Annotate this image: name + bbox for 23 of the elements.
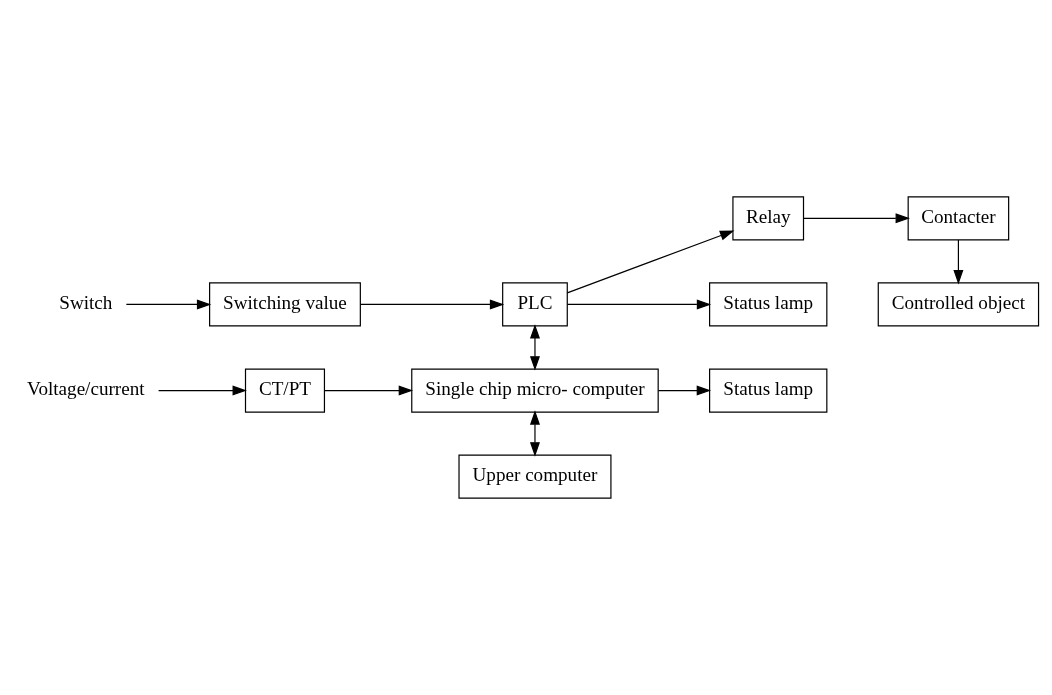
node-box: Single chip micro- computer [411,368,659,413]
arrow [125,299,212,310]
arrow [803,213,910,224]
arrow [566,230,735,294]
node-box: PLC [502,282,568,327]
node-box: Contacter [907,196,1010,241]
node-box: CT/PT [244,368,326,413]
arrow [953,239,964,285]
node-box: Upper computer [458,454,612,499]
arrow [158,385,247,396]
node-box: Status lamp [709,368,828,413]
node-box: Status lamp [709,282,828,327]
node-text: Voltage/current [27,378,145,400]
arrow [324,385,414,396]
arrow [529,410,540,457]
arrow [529,324,540,371]
node-box: Switching value [209,282,361,327]
node-text: Switch [59,291,113,313]
node-box: Relay [732,196,805,241]
node-box: Controlled object [877,282,1040,327]
arrow [566,299,712,310]
arrow [657,385,712,396]
arrow [359,299,505,310]
